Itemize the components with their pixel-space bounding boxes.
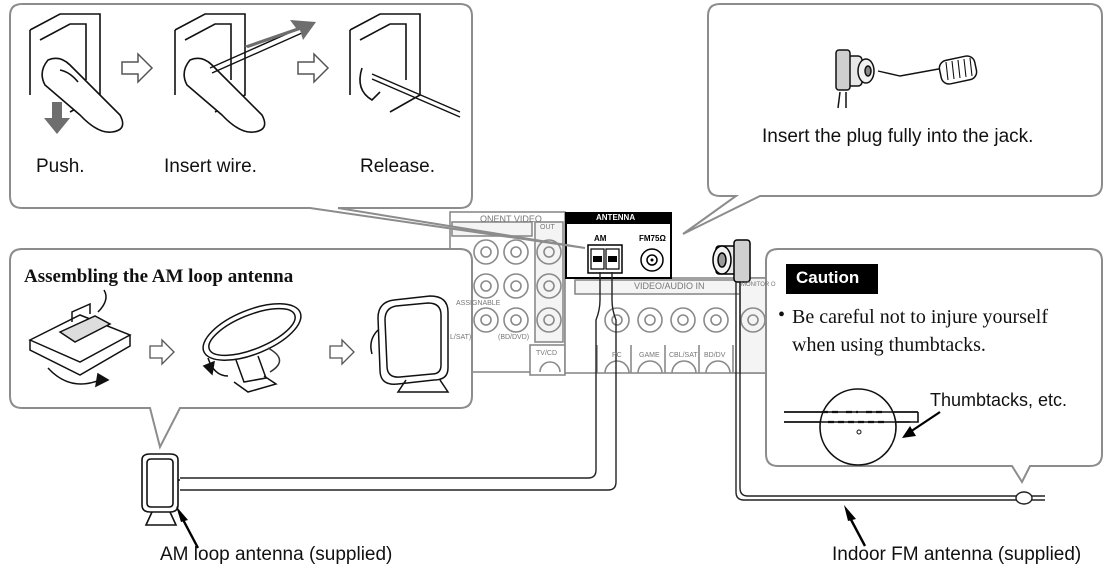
wire-steps-balloon — [9, 3, 586, 249]
video-audio-in-label: VIDEO/AUDIO IN — [634, 281, 705, 291]
am-assembly-title: Assembling the AM loop antenna — [24, 266, 294, 287]
step-push-illustration — [29, 13, 124, 133]
assignable-label: ASSIGNABLE — [456, 300, 501, 307]
antenna-terminal-block — [565, 212, 672, 279]
thumbtack-illustration — [784, 388, 919, 466]
caution-text-line2: when using thumbtacks. — [792, 334, 986, 356]
insert-arrow-icon — [244, 20, 316, 48]
next-step-arrow-icon — [121, 52, 154, 84]
cbl-sat-label: L/SAT) — [450, 334, 472, 341]
am-assembly-step2 — [202, 303, 302, 393]
am-antenna-label: AM loop antenna (supplied) — [160, 544, 393, 565]
fm-antenna-label: Indoor FM antenna (supplied) — [832, 544, 1082, 565]
fm-terminal-label: FM75Ω — [639, 234, 666, 243]
fm-antenna-cable — [735, 282, 1045, 505]
plug-balloon — [682, 3, 1103, 235]
plug-instruction: Insert the plug fully into the jack. — [762, 126, 1034, 147]
am-assembly-step3 — [370, 295, 450, 393]
caution-title: Caution — [796, 268, 860, 287]
step-insert-label: Insert wire. — [164, 156, 257, 177]
am-assembly-step1 — [28, 289, 132, 388]
step-push-label: Push. — [36, 156, 85, 177]
tv-cd-label: TV/CD — [536, 350, 557, 357]
receiver-rear-panel — [449, 211, 769, 376]
cbl-sat-in-label: CBL/SAT — [669, 352, 698, 359]
caution-bullet: • — [778, 304, 786, 326]
out-label: OUT — [540, 224, 555, 231]
antenna-label: ANTENNA — [596, 213, 636, 222]
game-label: GAME — [639, 352, 660, 359]
next-step-arrow-icon — [149, 338, 175, 366]
am-assembly-balloon — [9, 248, 473, 450]
caution-text-line1: Be careful not to injure yourself — [792, 306, 1049, 328]
next-step-arrow-icon — [329, 338, 355, 366]
next-step-arrow-icon — [297, 52, 330, 84]
bd-dvd-in-label: BD/DV — [704, 352, 726, 359]
bd-dvd-label: (BD/DVD) — [498, 334, 530, 341]
component-video-label: ONENT VIDEO — [480, 214, 542, 224]
am-loop-antenna — [141, 453, 180, 526]
step-insert-illustration — [174, 13, 303, 133]
push-down-arrow-icon — [44, 102, 70, 134]
pc-label: PC — [612, 352, 622, 359]
fm-plug-connected — [712, 239, 751, 283]
step-release-illustration — [349, 13, 461, 118]
am-antenna-cable — [180, 272, 617, 491]
fm-plug-illustration — [835, 49, 978, 109]
thumbtacks-label: Thumbtacks, etc. — [930, 390, 1068, 410]
step-release-label: Release. — [360, 156, 435, 177]
monitor-label: MONITOR O — [741, 282, 776, 288]
am-terminal-label: AM — [594, 234, 607, 243]
